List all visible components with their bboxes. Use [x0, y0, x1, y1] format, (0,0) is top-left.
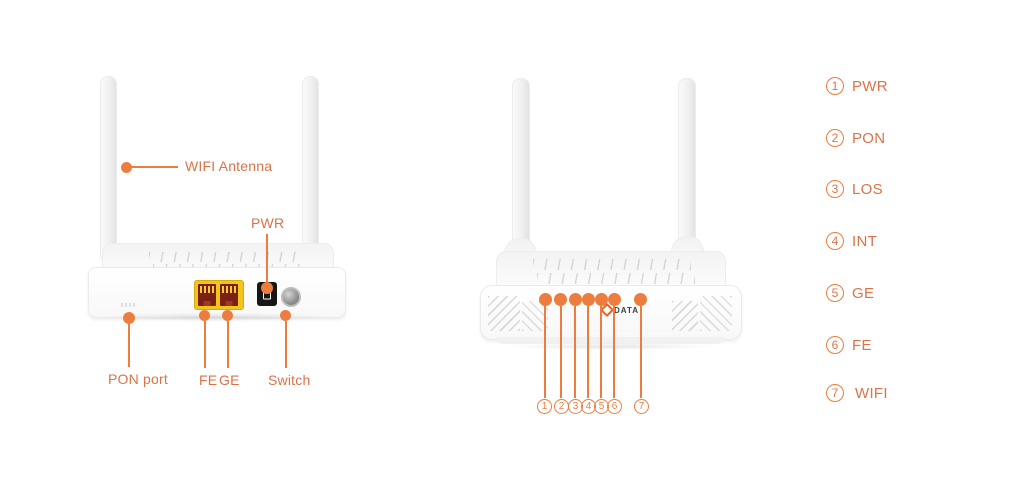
- legend-number: 5: [826, 284, 844, 302]
- legend-number: 1: [826, 77, 844, 95]
- port-notch: [203, 301, 211, 306]
- switch-label: Switch: [268, 372, 311, 388]
- pon-port-marking: [121, 303, 137, 307]
- callout-line-switch: [285, 321, 287, 368]
- callout-dot-antenna: [121, 162, 132, 173]
- legend-label: PON: [852, 129, 886, 147]
- ethernet-port-fe: [198, 284, 216, 306]
- ethernet-port-ge: [220, 284, 238, 306]
- callout-line-3: [574, 306, 576, 398]
- callout-line-5: [600, 306, 602, 398]
- legend-number: 3: [826, 180, 844, 198]
- callout-line-7: [640, 306, 642, 398]
- callout-number-7: 7: [634, 399, 649, 414]
- callout-line-1: [544, 306, 546, 398]
- callout-line-fe: [204, 321, 206, 368]
- callout-dot-fe: [199, 310, 210, 321]
- antenna-right: [302, 76, 319, 256]
- callout-number-2: 2: [554, 399, 569, 414]
- port-pins: [200, 286, 214, 293]
- device-shadow: [95, 313, 337, 321]
- callout-dot-ge: [222, 310, 233, 321]
- port-notch: [225, 301, 233, 306]
- legend-item-los: 3 LOS: [826, 180, 883, 198]
- vent-grille: [537, 273, 695, 284]
- legend-label: LOS: [852, 180, 883, 198]
- corner-vent-left-inner: [522, 301, 548, 331]
- callout-line-pon: [128, 324, 130, 367]
- callout-line-6: [613, 306, 615, 398]
- callout-number-1: 1: [537, 399, 552, 414]
- brand-logo-text: DATA: [614, 305, 640, 315]
- callout-line-pwr: [266, 234, 268, 284]
- corner-vent-right-inner: [672, 301, 698, 331]
- legend-number: 4: [826, 232, 844, 250]
- led-dot-5: [595, 293, 608, 306]
- led-dot-2: [554, 293, 567, 306]
- legend-number: 6: [826, 336, 844, 354]
- callout-dot-pwr: [261, 282, 273, 294]
- pon-port-label: PON port: [108, 371, 168, 387]
- wifi-antenna-label: WIFI Antenna: [185, 158, 273, 174]
- port-pins: [222, 286, 236, 293]
- antenna-left: [100, 76, 117, 260]
- pwr-label: PWR: [251, 215, 285, 231]
- callout-line-2: [560, 306, 562, 398]
- legend-number: 7: [826, 384, 844, 402]
- antenna-right: [678, 78, 696, 252]
- legend-label: INT: [852, 232, 878, 250]
- led-dot-6: [608, 293, 621, 306]
- led-dot-1: [539, 293, 552, 306]
- legend-label: GE: [852, 284, 875, 302]
- brand-logo: DATA: [599, 302, 640, 318]
- device-shadow: [505, 343, 715, 350]
- callout-dot-pon: [123, 312, 135, 324]
- callout-dot-switch: [280, 310, 291, 321]
- switch-button: [281, 287, 301, 307]
- vent-grille: [533, 259, 691, 270]
- device-base-strip: [496, 337, 724, 344]
- legend-item-int: 4 INT: [826, 232, 877, 250]
- callout-line-ge: [227, 321, 229, 368]
- legend-item-wifi: 7 WIFI: [826, 384, 888, 402]
- led-dot-7: [634, 293, 647, 306]
- vent-grille: [149, 252, 299, 262]
- led-dot-3: [569, 293, 582, 306]
- led-dot-4: [582, 293, 595, 306]
- callout-line-antenna: [131, 166, 178, 168]
- legend-number: 2: [826, 129, 844, 147]
- legend-item-ge: 5 GE: [826, 284, 874, 302]
- legend-item-pon: 2 PON: [826, 129, 885, 147]
- corner-vent-right: [700, 296, 732, 331]
- legend-item-pwr: 1 PWR: [826, 77, 888, 95]
- legend-item-fe: 6 FE: [826, 336, 872, 354]
- legend-label: PWR: [852, 77, 888, 95]
- legend-label: FE: [852, 336, 872, 354]
- legend-label: WIFI: [855, 384, 888, 402]
- corner-vent-left: [488, 296, 520, 331]
- fe-label: FE: [199, 372, 218, 388]
- callout-number-6: 6: [607, 399, 622, 414]
- callout-line-4: [587, 306, 589, 398]
- antenna-left: [512, 78, 530, 255]
- ethernet-port-block: [194, 280, 244, 310]
- ge-label: GE: [219, 372, 240, 388]
